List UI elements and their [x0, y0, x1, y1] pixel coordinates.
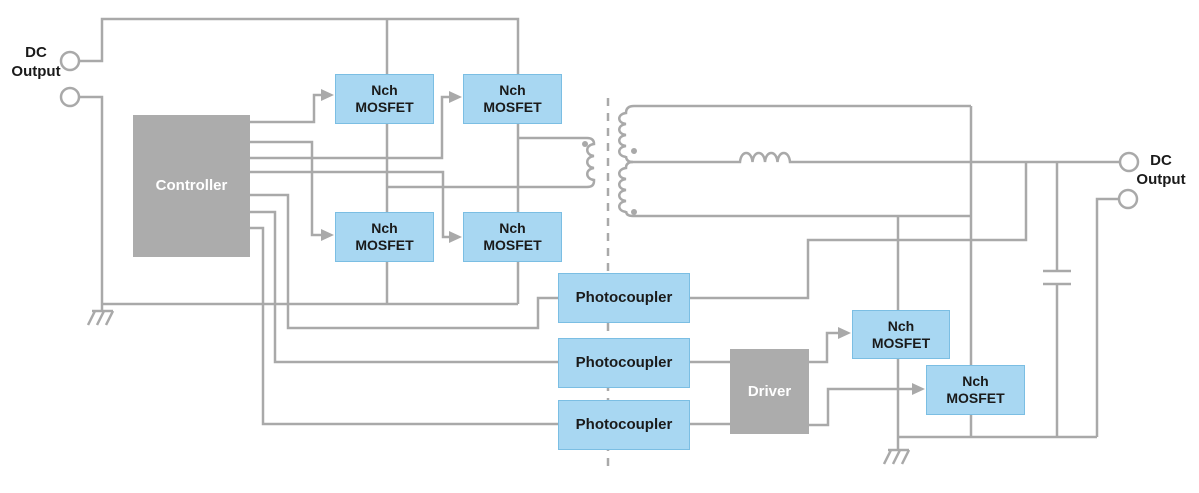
gate-line-m3 [250, 140, 323, 237]
gate-line-m4 [250, 170, 451, 239]
dc-output-right-line1: DC [1150, 152, 1172, 169]
mosfet-bridge-top-left: Nch MOSFET [335, 74, 434, 124]
arrow-into-m6 [912, 383, 925, 395]
photocoupler-3: Photocoupler [558, 400, 690, 450]
mosfet-label-line1: Nch [962, 373, 989, 390]
mosfet-bridge-bottom-left: Nch MOSFET [335, 212, 434, 262]
controller-to-photocoupler-1 [250, 193, 558, 330]
secondary-polarity-dot-lower [631, 209, 637, 215]
ground-symbol-secondary [882, 448, 911, 465]
photocoupler1-feedback-line [688, 162, 1028, 300]
mosfet-label-line2: MOSFET [355, 99, 414, 115]
driver-to-upper-rectifier [809, 331, 841, 364]
transformer-secondary-upper [618, 104, 1121, 164]
dc-output-left-line2: Output [11, 62, 61, 80]
mosfet-rectifier-upper: Nch MOSFET [852, 310, 950, 359]
mosfet-label-line1: Nch [371, 220, 398, 237]
photocoupler-label: Photocoupler [575, 289, 673, 306]
mosfet-label-line2: MOSFET [483, 237, 542, 253]
controller-to-photocoupler-2 [250, 210, 558, 364]
mosfet-label-line1: Nch [887, 317, 915, 334]
mosfet-label-line2: MOSFET [483, 99, 542, 115]
mosfet-bridge-top-right: Nch MOSFET [463, 74, 562, 124]
mosfet-label-line1: Nch [371, 82, 398, 99]
controller-to-photocoupler-3 [250, 226, 558, 426]
input-terminal-positive [59, 50, 81, 72]
mosfet-label-line2: MOSFET [946, 390, 1005, 406]
gate-line-m1 [250, 93, 323, 124]
output-terminal-positive [1118, 151, 1140, 173]
driver-label: Driver [747, 382, 792, 400]
mosfet-label-line2: MOSFET [871, 334, 931, 351]
transformer-primary-winding [387, 136, 596, 189]
arrow-into-m2 [449, 91, 462, 103]
input-negative-to-ground [79, 95, 104, 311]
mosfet-label-line1: Nch [499, 220, 526, 237]
transformer-secondary-lower [618, 160, 970, 218]
dc-output-label-left: DC Output [4, 44, 68, 82]
gate-line-m2 [250, 95, 451, 160]
photocoupler-label: Photocoupler [575, 354, 673, 371]
photocoupler-2: Photocoupler [558, 338, 690, 388]
mosfet-rectifier-lower: Nch MOSFET [926, 365, 1025, 415]
primary-polarity-dot [582, 141, 588, 147]
output-terminal-negative [1117, 188, 1139, 210]
mosfet-label-line2: MOSFET [355, 237, 414, 253]
dc-output-left-line1: DC [25, 44, 47, 61]
mosfet-label-line1: Nch [499, 82, 526, 99]
dc-output-label-right: DC Output [1128, 152, 1194, 190]
photocoupler-1: Photocoupler [558, 273, 690, 323]
arrow-into-m3 [321, 229, 334, 241]
mosfet-bridge-bottom-right: Nch MOSFET [463, 212, 562, 262]
dc-output-right-line2: Output [1136, 170, 1186, 188]
controller-label: Controller [155, 177, 228, 194]
output-negative-line [1095, 197, 1119, 437]
ground-symbol-primary [86, 309, 115, 326]
secondary-polarity-dot-upper [631, 148, 637, 154]
arrow-into-m1 [321, 89, 334, 101]
input-terminal-negative [59, 86, 81, 108]
controller-block: Controller [133, 115, 250, 257]
driver-block: Driver [730, 349, 809, 434]
driver-to-lower-rectifier [809, 387, 915, 427]
photocoupler-label: Photocoupler [575, 416, 673, 433]
arrow-into-m5 [838, 327, 851, 339]
arrow-into-m4 [449, 231, 462, 243]
